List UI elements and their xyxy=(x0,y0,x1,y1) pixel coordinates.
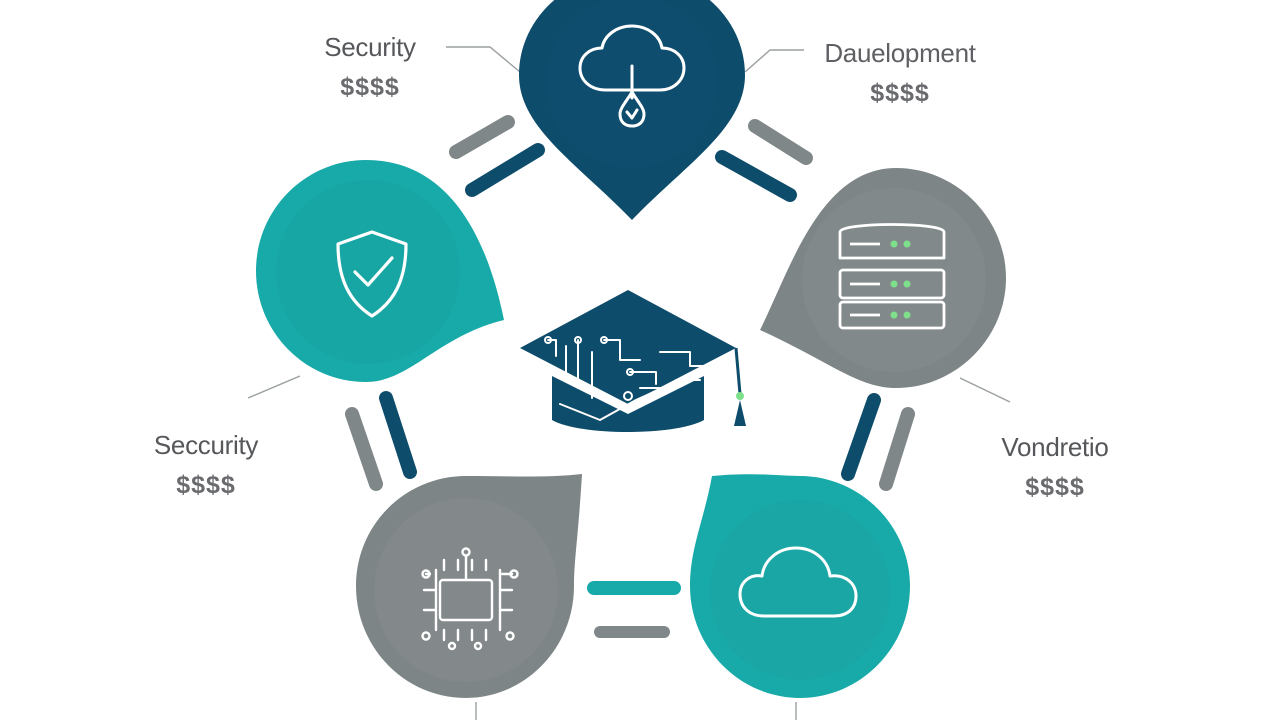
connector-line xyxy=(748,119,813,165)
server-status-lights xyxy=(890,240,911,319)
label-name: Seccurity xyxy=(153,430,259,460)
connector-line xyxy=(345,407,383,491)
node-cloud[interactable] xyxy=(690,474,910,698)
label-name: Dauelopment xyxy=(824,38,976,68)
circuit-chip-icon xyxy=(421,547,519,651)
connector-line xyxy=(879,407,915,491)
connector-line xyxy=(449,115,515,159)
node-security-shield[interactable] xyxy=(256,160,504,382)
leader-line xyxy=(247,375,301,399)
label-middle-right: Vondretio $$$$ xyxy=(980,432,1130,502)
shield-check-icon xyxy=(336,230,408,318)
node-server[interactable] xyxy=(760,168,1006,388)
label-top-left: Security $$$$ xyxy=(300,32,440,102)
connector-line xyxy=(841,393,881,481)
node-cloud-download[interactable] xyxy=(519,0,745,220)
cloud-download-icon xyxy=(578,24,686,128)
label-top-right: Dauelopment $$$$ xyxy=(800,38,1000,108)
connector-line xyxy=(465,143,545,197)
label-price: $$$$ xyxy=(870,79,930,107)
label-middle-left: Seccurity $$$$ xyxy=(126,430,286,500)
cloud-icon xyxy=(738,546,858,618)
label-name: Security xyxy=(324,32,416,62)
label-name: Vondretio xyxy=(1001,432,1109,462)
leader-line xyxy=(744,49,804,73)
connector-lines xyxy=(345,115,915,638)
label-price: $$$$ xyxy=(1025,473,1085,501)
label-price: $$$$ xyxy=(176,471,236,499)
leader-line xyxy=(446,46,521,73)
leader-lines xyxy=(247,46,1011,720)
server-stack-icon xyxy=(838,223,946,330)
connector-line xyxy=(715,150,797,202)
graduation-cap-circuit-icon xyxy=(520,290,746,432)
connector-line xyxy=(379,391,417,479)
node-chip[interactable] xyxy=(356,474,582,698)
label-price: $$$$ xyxy=(340,73,400,101)
leader-line xyxy=(959,377,1011,403)
